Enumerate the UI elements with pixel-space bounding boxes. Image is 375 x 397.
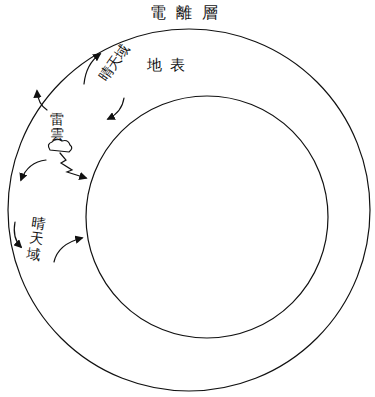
fair-weather-label: 晴天域 [26,215,46,263]
earth-surface-circle: 地表 [85,95,329,339]
ionosphere-circle: 電離層地表 [7,28,371,392]
current-arrow [54,238,82,262]
circle-outline [7,28,371,392]
thundercloud-label: 雷雲 [50,112,64,143]
fair-weather-label: 晴天域 [96,41,135,86]
lightning-symbol [60,153,86,178]
circle-outline [85,95,329,339]
current-arrow [21,160,46,180]
current-arrow [14,222,21,247]
current-arrow [84,54,100,84]
region-label: 地表 [147,56,193,75]
region-label: 電離層 [7,3,371,24]
current-arrow [108,98,124,119]
